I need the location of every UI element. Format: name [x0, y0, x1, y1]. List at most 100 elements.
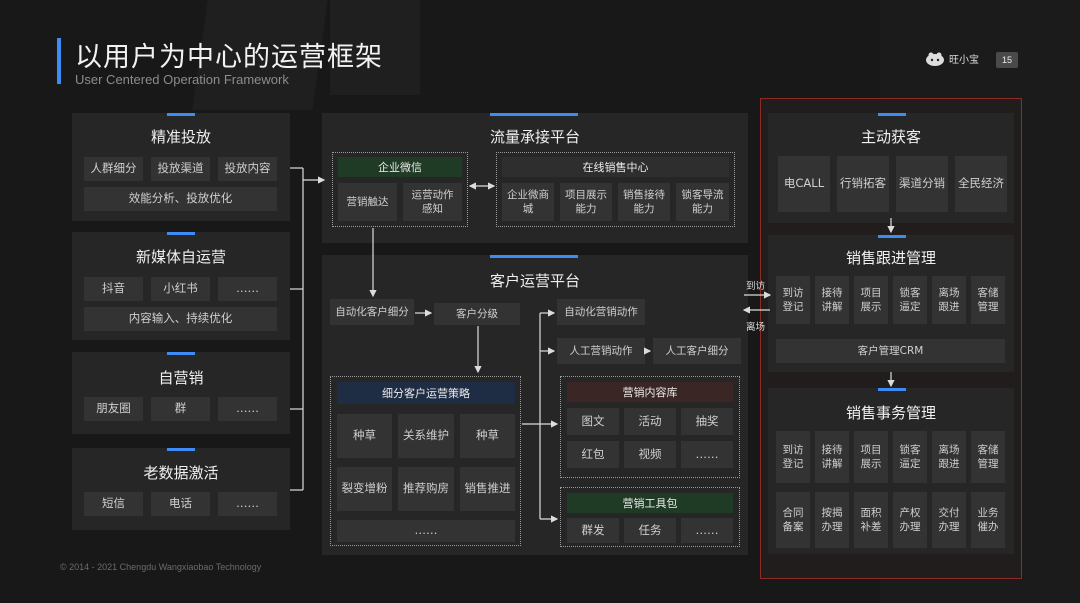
chip: 营销触达: [338, 183, 397, 221]
chip: 到访 登记: [776, 276, 810, 324]
chip: 小红书: [151, 277, 210, 301]
chip: 运营动作 感知: [403, 183, 462, 221]
panel-bar: [490, 113, 578, 116]
chip: 锁客 逼定: [893, 276, 927, 324]
panel-bar: [167, 448, 195, 451]
panel-title-media: 新媒体自运营: [135, 248, 226, 266]
strategy-group: [330, 376, 521, 546]
logo-text: 旺小宝: [949, 55, 979, 66]
chip: 面积 补差: [854, 492, 888, 548]
strategy-header: 细分客户运营策略: [337, 382, 515, 404]
chip: 电CALL: [778, 156, 830, 212]
panel-title-traffic: 流量承接平台: [489, 128, 580, 146]
chip-wide: ……: [337, 520, 515, 542]
page-title: 以用户为中心的运营框架: [75, 42, 383, 73]
panel-title-self: 自营销: [158, 369, 204, 387]
online-group: [496, 152, 735, 227]
chip: 产权 办理: [893, 492, 927, 548]
chip: 合同 备案: [776, 492, 810, 548]
chip: 短信: [84, 492, 143, 516]
chip: 业务 催办: [971, 492, 1005, 548]
chip: 抽奖: [681, 408, 733, 435]
chip: 朋友圈: [84, 397, 143, 421]
manual-segment-chip: 人工客户细分: [653, 338, 741, 364]
crm-chip: 客户管理CRM: [776, 339, 1005, 363]
chip: 视频: [624, 441, 676, 468]
chip-wide: 内容输入、持续优化: [84, 307, 277, 331]
chip: 销售推进: [460, 467, 515, 511]
panel-bar: [878, 235, 906, 238]
tools-group: [560, 487, 740, 547]
chip: 活动: [624, 408, 676, 435]
chip: ……: [218, 492, 277, 516]
auto-marketing-chip: 自动化营销动作: [557, 299, 645, 325]
chip: 图文: [567, 408, 619, 435]
wecom-group: [332, 152, 468, 227]
chip: 投放内容: [218, 157, 277, 181]
chip: 渠道分销: [896, 156, 948, 212]
chip: 客储 管理: [971, 431, 1005, 483]
chip: 锁客 逼定: [893, 431, 927, 483]
chip: 种草: [337, 414, 392, 458]
content-header: 营销内容库: [567, 382, 733, 402]
chip: 关系维护: [398, 414, 454, 458]
chip: 项目 展示: [854, 276, 888, 324]
online-header: 在线销售中心: [502, 157, 729, 177]
chip: 离场 跟进: [932, 431, 966, 483]
chip: 全民经济: [955, 156, 1007, 212]
panel-bar: [167, 232, 195, 235]
chip: 销售接待 能力: [618, 183, 670, 221]
panel-title-followup: 销售跟进管理: [845, 249, 936, 267]
chip: ……: [218, 397, 277, 421]
chip: 群: [151, 397, 210, 421]
title-accent-bar: [57, 38, 61, 84]
chip: 电话: [151, 492, 210, 516]
chip: ……: [681, 441, 733, 468]
chip: 人群细分: [84, 157, 143, 181]
panel-bar: [490, 255, 578, 258]
chip: 任务: [624, 518, 676, 543]
chip: 接待 讲解: [815, 276, 849, 324]
mascot-icon: [926, 52, 944, 66]
chip: 客储 管理: [971, 276, 1005, 324]
grading-chip: 客户分级: [434, 303, 520, 325]
chip: 行销拓客: [837, 156, 889, 212]
panel-title-customer: 客户运营平台: [489, 272, 580, 290]
chip: 种草: [460, 414, 515, 458]
chip: 按揭 办理: [815, 492, 849, 548]
panel-old: [72, 448, 290, 530]
chip: 裂变增粉: [337, 467, 392, 511]
panel-title-precise: 精准投放: [150, 128, 211, 146]
auto-segment-chip: 自动化客户细分: [330, 299, 414, 325]
footer-copyright: © 2014 - 2021 Chengdu Wangxiaobao Techno…: [60, 562, 262, 572]
chip: 企业微商 城: [502, 183, 554, 221]
chip: 到访 登记: [776, 431, 810, 483]
panel-bar: [167, 352, 195, 355]
chip: 项目展示 能力: [560, 183, 612, 221]
chip: 推荐购房: [398, 467, 454, 511]
chip: 群发: [567, 518, 619, 543]
content-group: [560, 376, 740, 478]
chip-wide: 效能分析、投放优化: [84, 187, 277, 211]
chip: ……: [218, 277, 277, 301]
page-number: 15: [996, 52, 1018, 68]
chip: 红包: [567, 441, 619, 468]
panel-bar: [878, 388, 906, 391]
panel-title-acquire: 主动获客: [860, 128, 921, 146]
panel-title-old: 老数据激活: [143, 464, 219, 482]
chip: 抖音: [84, 277, 143, 301]
page-subtitle: User Centered Operation Framework: [75, 72, 289, 87]
brand-logo: 旺小宝: [925, 51, 979, 66]
chip: 投放渠道: [151, 157, 210, 181]
panel-title-affairs: 销售事务管理: [845, 404, 936, 422]
panel-bar: [878, 113, 906, 116]
chip: 交付 办理: [932, 492, 966, 548]
panel-bar: [167, 113, 195, 116]
chip: ……: [681, 518, 733, 543]
chip: 离场 跟进: [932, 276, 966, 324]
chip: 接待 讲解: [815, 431, 849, 483]
arrow-label-visit: 到访: [746, 281, 766, 292]
arrow-label-leave: 离场: [746, 322, 766, 333]
panel-traffic: [322, 113, 748, 243]
